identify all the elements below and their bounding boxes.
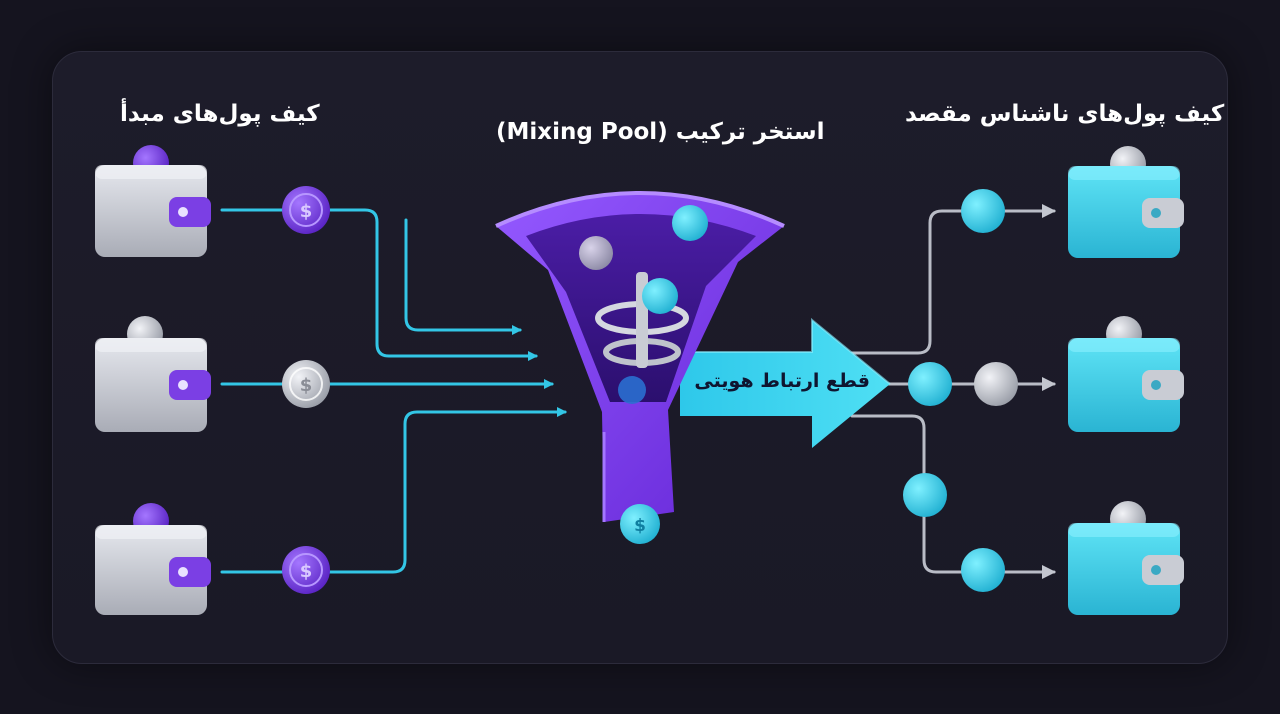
funnel-icon: $	[495, 191, 785, 544]
dollar-coin-icon	[642, 278, 678, 314]
dest-coin-3a	[903, 473, 947, 517]
wallet-clasp	[1142, 198, 1184, 228]
wallet-icon	[95, 525, 207, 615]
dollar-coin-icon	[618, 376, 646, 404]
outgoing-flow-lines	[850, 204, 1056, 579]
dest-coin-2a	[908, 362, 952, 406]
destination-wallets-title: کیف پول‌های ناشناس مقصد	[905, 101, 1225, 127]
wallet-clasp	[1142, 555, 1184, 585]
dest-wallet-3	[1068, 501, 1184, 615]
flow-line-funnel-top	[404, 218, 522, 335]
dollar-coin-icon	[579, 236, 613, 270]
source-coin-3: $	[282, 546, 330, 594]
dest-wallet-1	[1068, 146, 1184, 258]
svg-text:$: $	[300, 375, 313, 396]
wallet-icon	[1068, 338, 1180, 432]
wallet-clasp	[169, 370, 211, 400]
source-coin-2: $	[282, 360, 330, 408]
source-wallets-title: کیف پول‌های مبدأ	[120, 101, 320, 127]
dollar-coin-icon	[620, 504, 660, 544]
wallet-icon	[95, 165, 207, 257]
svg-text:$: $	[300, 201, 313, 222]
incoming-flow-lines	[220, 208, 567, 574]
flow-line-dest-1	[850, 204, 1056, 355]
dollar-coin-icon	[672, 205, 708, 241]
wallet-icon	[1068, 523, 1180, 615]
flow-line-dest-3	[850, 414, 1056, 579]
dest-wallet-2	[1068, 316, 1184, 432]
mixing-pool-title: استخر ترکیب (Mixing Pool)	[496, 119, 825, 145]
source-coin-1: $	[282, 186, 330, 234]
flow-line-source-3	[220, 407, 567, 574]
flow-line-source-1	[220, 208, 538, 361]
wallet-icon	[1068, 166, 1180, 258]
break-identity-label: قطع ارتباط هویتی	[694, 370, 870, 392]
wallet-clasp	[1142, 370, 1184, 400]
dest-coin-1	[961, 189, 1005, 233]
wallet-clasp	[169, 557, 211, 587]
svg-text:$: $	[300, 561, 313, 582]
wallet-icon	[95, 338, 207, 432]
dest-coin-2b	[974, 362, 1018, 406]
wallet-clasp	[169, 197, 211, 227]
source-wallet-1	[95, 145, 211, 257]
source-wallet-2	[95, 316, 211, 432]
source-wallet-3	[95, 503, 211, 615]
svg-text:$: $	[634, 516, 646, 536]
arrow-right-icon	[680, 317, 891, 448]
dest-coin-3b	[961, 548, 1005, 592]
